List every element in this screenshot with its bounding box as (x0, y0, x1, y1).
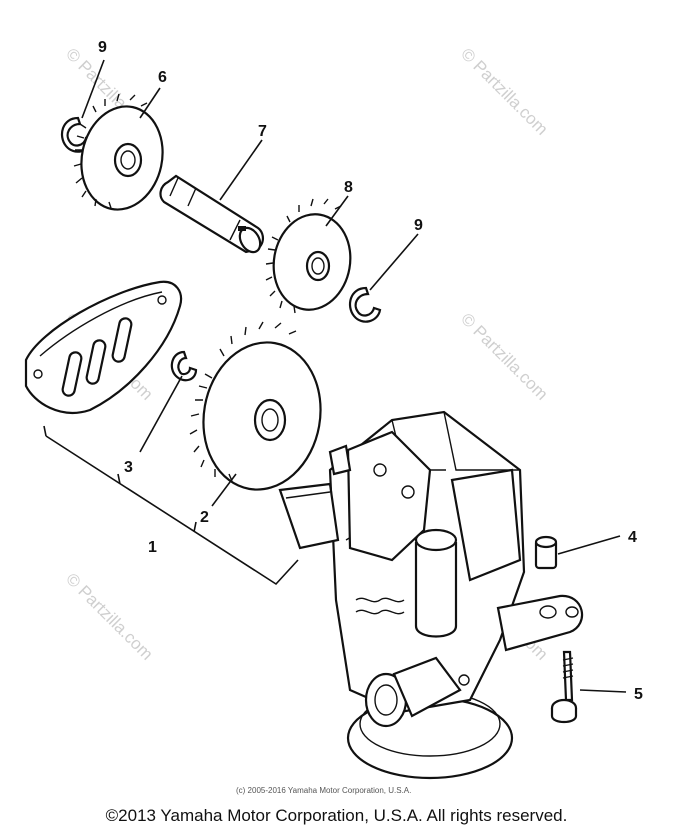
callout-part-5: 5 (634, 686, 643, 703)
callout-part-8: 8 (344, 179, 353, 196)
gear-part-6 (73, 93, 164, 211)
footer-copyright: ©2013 Yamaha Motor Corporation, U.S.A. A… (105, 806, 568, 825)
callout-labels: 9 6 7 8 9 3 2 1 4 5 (98, 39, 643, 703)
watermark-low-left: © Partzilla.com (62, 569, 156, 663)
leader-lines (43, 59, 627, 693)
watermark-top-right: © Partzilla.com (457, 44, 551, 138)
watermark-mid-right: © Partzilla.com (457, 309, 551, 403)
clip-part-3 (170, 350, 198, 382)
callout-part-7: 7 (258, 123, 267, 140)
gear-part-2 (189, 321, 322, 491)
callout-part-9-right: 9 (414, 217, 423, 234)
callout-part-2: 2 (200, 509, 209, 526)
oil-pump-body (278, 410, 584, 780)
circlip-part-9-right (348, 286, 382, 323)
callout-part-3: 3 (124, 459, 133, 476)
callout-part-6: 6 (158, 69, 167, 86)
callout-part-4: 4 (628, 529, 637, 546)
inner-copyright: (c) 2005-2016 Yamaha Motor Corporation, … (236, 786, 411, 795)
dowel-pin-part-4 (534, 535, 558, 570)
callout-part-9-top: 9 (98, 39, 107, 56)
cover-plate (24, 280, 183, 414)
callout-part-1: 1 (148, 539, 157, 556)
bolt-part-5 (550, 650, 578, 724)
shaft-part-7 (159, 174, 264, 254)
gear-part-8 (265, 198, 352, 314)
